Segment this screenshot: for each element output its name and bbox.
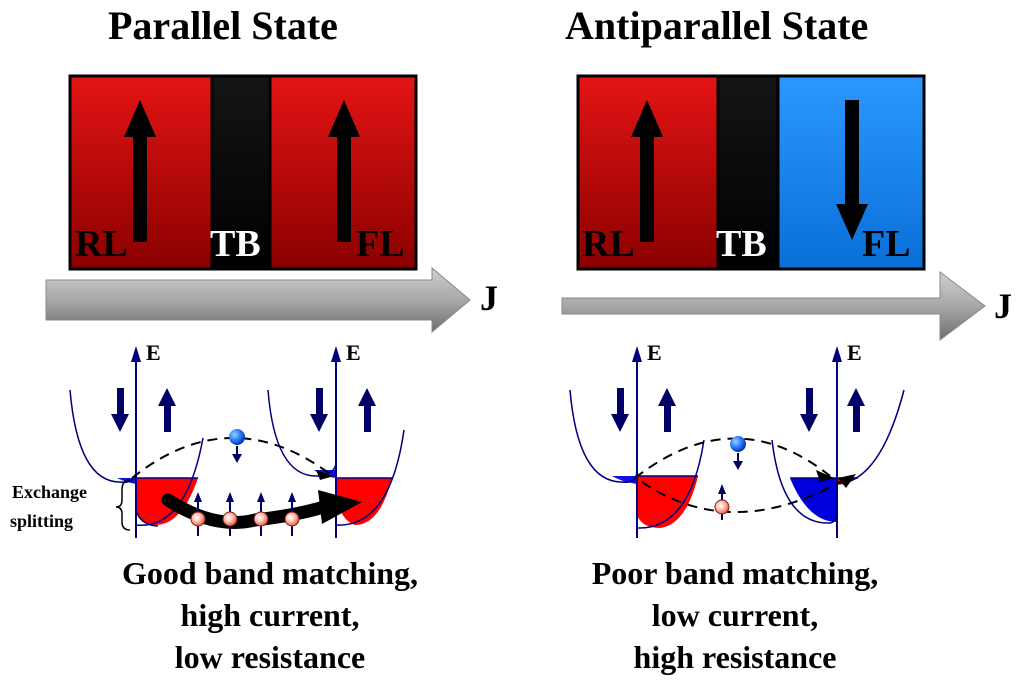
reference-layer-label: RL [582,223,635,265]
parallel-caption: Good band matching, high current, low re… [60,552,480,678]
up-arrow-icon [631,100,663,242]
majority-electron-icon [190,492,206,536]
down-arrow-icon [836,100,868,240]
spin-down-icon [611,388,629,432]
caption-line: low current, [651,597,819,633]
current-label: J [480,278,498,318]
majority-electron-icon [253,492,269,536]
exchange-label-line1: Exchange [12,482,87,502]
energy-label: E [346,340,361,365]
current-arrow-icon [561,270,986,342]
barrier-label: TB [210,223,261,265]
free-layer-label: FL [862,223,911,265]
antiparallel-title: Antiparallel State [565,3,869,48]
spin-down-icon [232,446,242,463]
antiparallel-caption: Poor band matching, low current, high re… [520,552,950,678]
spin-up-icon [358,388,376,432]
spin-up-icon [847,388,865,432]
exchange-brace [115,479,131,531]
spin-down-icon [310,388,328,432]
antiparallel-stack: RL TB FL [576,74,926,271]
majority-flow-arrow-icon [318,490,362,524]
caption-line: low resistance [174,639,366,675]
free-layer-label: FL [356,223,405,265]
parallel-title: Parallel State [108,3,338,48]
spin-up-icon [658,388,676,432]
caption-line: high current, [180,597,360,633]
parallel-stack: RL TB FL [68,74,418,271]
spin-down-icon [111,388,129,432]
spin-down-icon [800,388,818,432]
antiparallel-band-diagram: E E [569,340,905,538]
energy-label: E [847,340,862,365]
spin-up-icon [158,388,176,432]
current-arrow-icon [45,266,471,334]
reference-layer-label: RL [75,223,128,265]
barrier-label: TB [716,223,767,265]
tunnel-barrier [716,74,780,271]
majority-electron-icon [714,484,730,520]
minority-electron-icon [229,429,245,445]
caption-line: Poor band matching, [591,555,879,591]
parallel-band-diagram: E E Exchange splitting [10,340,405,538]
energy-label: E [647,340,662,365]
spin-down-icon [733,453,743,470]
minority-electron-icon [730,436,746,452]
majority-electron-icon [222,492,238,536]
up-arrow-icon [328,100,360,242]
energy-label: E [146,340,161,365]
exchange-label-line2: splitting [10,511,73,531]
current-label: J [994,286,1012,326]
majority-electron-icon [284,492,300,536]
up-arrow-icon [124,100,156,242]
caption-line: Good band matching, [121,555,419,591]
caption-line: high resistance [633,639,837,675]
